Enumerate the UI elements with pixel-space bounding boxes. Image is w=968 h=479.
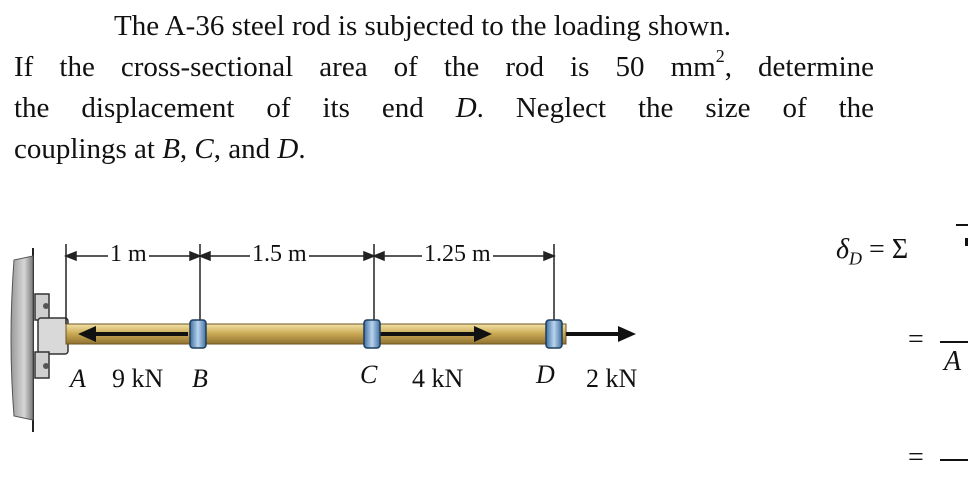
coupling-d-variable: D bbox=[277, 133, 299, 165]
equals-sign-2: = bbox=[908, 324, 924, 355]
point-d-label: D bbox=[536, 360, 555, 389]
problem-line-2: If the cross-sectional area of the rod i… bbox=[14, 47, 874, 88]
equals-sign-3: = bbox=[908, 442, 924, 473]
coupling-b-variable: B bbox=[162, 133, 180, 165]
delta-subscript: D bbox=[849, 248, 863, 269]
load-9kn-label: 9 kN bbox=[112, 364, 164, 393]
load-4kn-label: 4 kN bbox=[412, 364, 464, 393]
separator-2: , and bbox=[213, 133, 278, 165]
problem-statement: The A-36 steel rod is subjected to the l… bbox=[14, 6, 874, 170]
point-b-label: B bbox=[192, 364, 208, 393]
problem-line-4-text: couplings at bbox=[14, 133, 163, 165]
rod-diagram bbox=[10, 244, 636, 432]
period: . bbox=[298, 133, 306, 165]
problem-line-2-end: , determine bbox=[724, 51, 875, 83]
dimension-extension-lines bbox=[65, 244, 555, 324]
area-exponent: 2 bbox=[715, 46, 725, 67]
fraction-bar-3 bbox=[940, 459, 968, 462]
problem-line-3: the displacement of its end D. Neglect t… bbox=[14, 88, 874, 129]
equals-row-3: = bbox=[908, 442, 924, 474]
fraction-bar-1 bbox=[956, 224, 968, 227]
delta-symbol: δ bbox=[836, 234, 850, 265]
solution-panel: δD = Σ = A = bbox=[828, 220, 968, 479]
delta-d-expression: δD = Σ bbox=[836, 234, 908, 270]
partial-area-symbol: A bbox=[944, 346, 962, 377]
coupling-c bbox=[363, 319, 381, 349]
dimension-ab: 1 m bbox=[108, 241, 149, 267]
coupling-d bbox=[545, 319, 563, 349]
load-arrows bbox=[78, 326, 636, 342]
coupling-c-variable: C bbox=[194, 133, 214, 165]
equals-sign-1: = bbox=[869, 234, 885, 265]
problem-line-1: The A-36 steel rod is subjected to the l… bbox=[114, 10, 731, 42]
problem-line-3-text: the displacement of its end bbox=[14, 92, 456, 124]
fraction-bar-2 bbox=[940, 341, 968, 344]
dimension-bc: 1.5 m bbox=[250, 241, 309, 267]
point-c-label: C bbox=[360, 360, 378, 389]
problem-line-2-text: If the cross-sectional area of the rod i… bbox=[14, 51, 716, 83]
sigma-symbol: Σ bbox=[891, 234, 909, 265]
problem-line-4: couplings at B, C, and D. bbox=[14, 129, 874, 170]
coupling-b bbox=[189, 319, 207, 349]
fraction-glyph-1 bbox=[965, 238, 968, 246]
problem-line-3-end: . Neglect the size of the bbox=[476, 92, 874, 124]
point-a-label: A bbox=[70, 364, 86, 393]
end-d-variable: D bbox=[455, 92, 477, 124]
equals-row-2: = bbox=[908, 324, 924, 356]
rod-figure: 1 m 1.5 m 1.25 m A 9 kN B C 4 kN D 2 kN bbox=[0, 220, 700, 450]
separator-1: , bbox=[179, 133, 195, 165]
wall-support bbox=[10, 248, 69, 432]
load-2kn-label: 2 kN bbox=[586, 364, 638, 393]
dimension-cd: 1.25 m bbox=[422, 241, 493, 267]
